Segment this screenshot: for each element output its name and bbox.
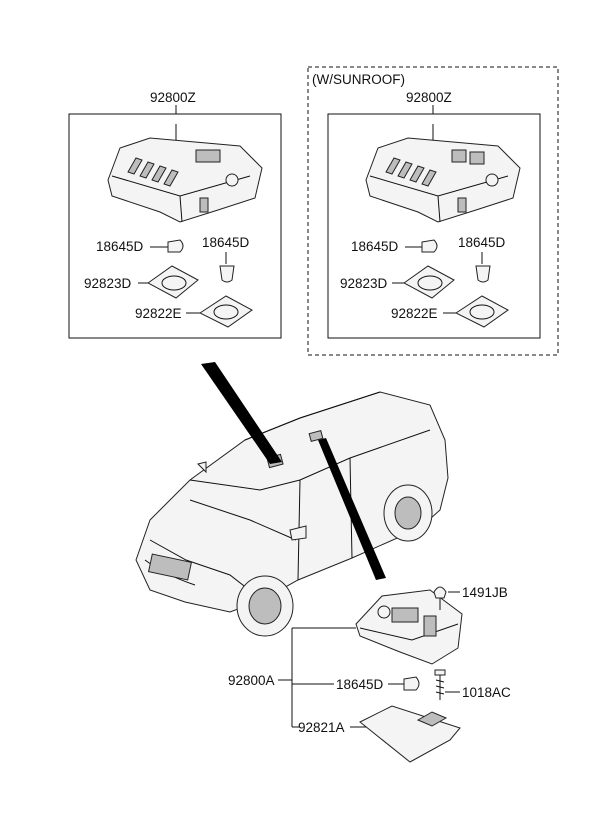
label-lens-right-d: 92823D xyxy=(340,276,388,291)
car-illustration xyxy=(135,391,449,637)
lower-lens xyxy=(359,705,461,763)
label-bulb-left-2: 18645D xyxy=(202,235,250,250)
lower-lamp-assembly xyxy=(355,589,463,665)
left-parts-group: 92800Z 18645D 18645D 92823D xyxy=(68,90,282,339)
label-sunroof-caption: (W/SUNROOF) xyxy=(312,72,405,87)
label-lamp-assembly: 92800A xyxy=(228,673,275,688)
label-bulb-left-1: 18645D xyxy=(96,239,144,254)
label-console-left: 92800Z xyxy=(150,90,196,105)
label-lens-left-e: 92822E xyxy=(135,306,182,321)
label-console-right: 92800Z xyxy=(406,90,452,105)
screw-top-icon xyxy=(433,586,460,610)
screw-bottom-icon xyxy=(434,669,460,700)
label-lens-lower: 92821A xyxy=(298,720,345,735)
right-console-illustration xyxy=(365,124,521,223)
left-lens-d xyxy=(138,265,199,299)
label-bulb-lower: 18645D xyxy=(336,677,384,692)
right-bulb-1 xyxy=(405,239,438,253)
lower-assembly-group: 1491JB 1018AC 92800A 18645D xyxy=(228,585,511,763)
left-lens-e xyxy=(186,295,253,328)
label-screw-bottom: 1018AC xyxy=(462,685,511,700)
lower-leader-lines xyxy=(278,627,404,728)
label-screw-top: 1491JB xyxy=(462,585,508,600)
right-parts-group: (W/SUNROOF) 92800Z 18645D 18645D xyxy=(307,66,559,356)
pointer-strip-right xyxy=(318,438,386,580)
lower-bulb xyxy=(403,676,420,691)
label-bulb-right-1: 18645D xyxy=(351,239,399,254)
left-parts-frame xyxy=(68,113,282,339)
right-parts-frame xyxy=(327,113,541,339)
left-bulb-2 xyxy=(219,252,235,283)
label-lens-right-e: 92822E xyxy=(391,306,438,321)
pointer-strip-left xyxy=(201,362,282,464)
sunroof-dashed-frame xyxy=(307,66,559,356)
label-bulb-right-2: 18645D xyxy=(458,235,506,250)
left-bulb-1 xyxy=(150,239,184,253)
right-lens-e xyxy=(443,295,509,328)
left-console-illustration xyxy=(107,124,263,223)
right-lens-d xyxy=(392,265,455,299)
label-lens-left-d: 92823D xyxy=(84,276,132,291)
right-bulb-2 xyxy=(475,252,491,283)
